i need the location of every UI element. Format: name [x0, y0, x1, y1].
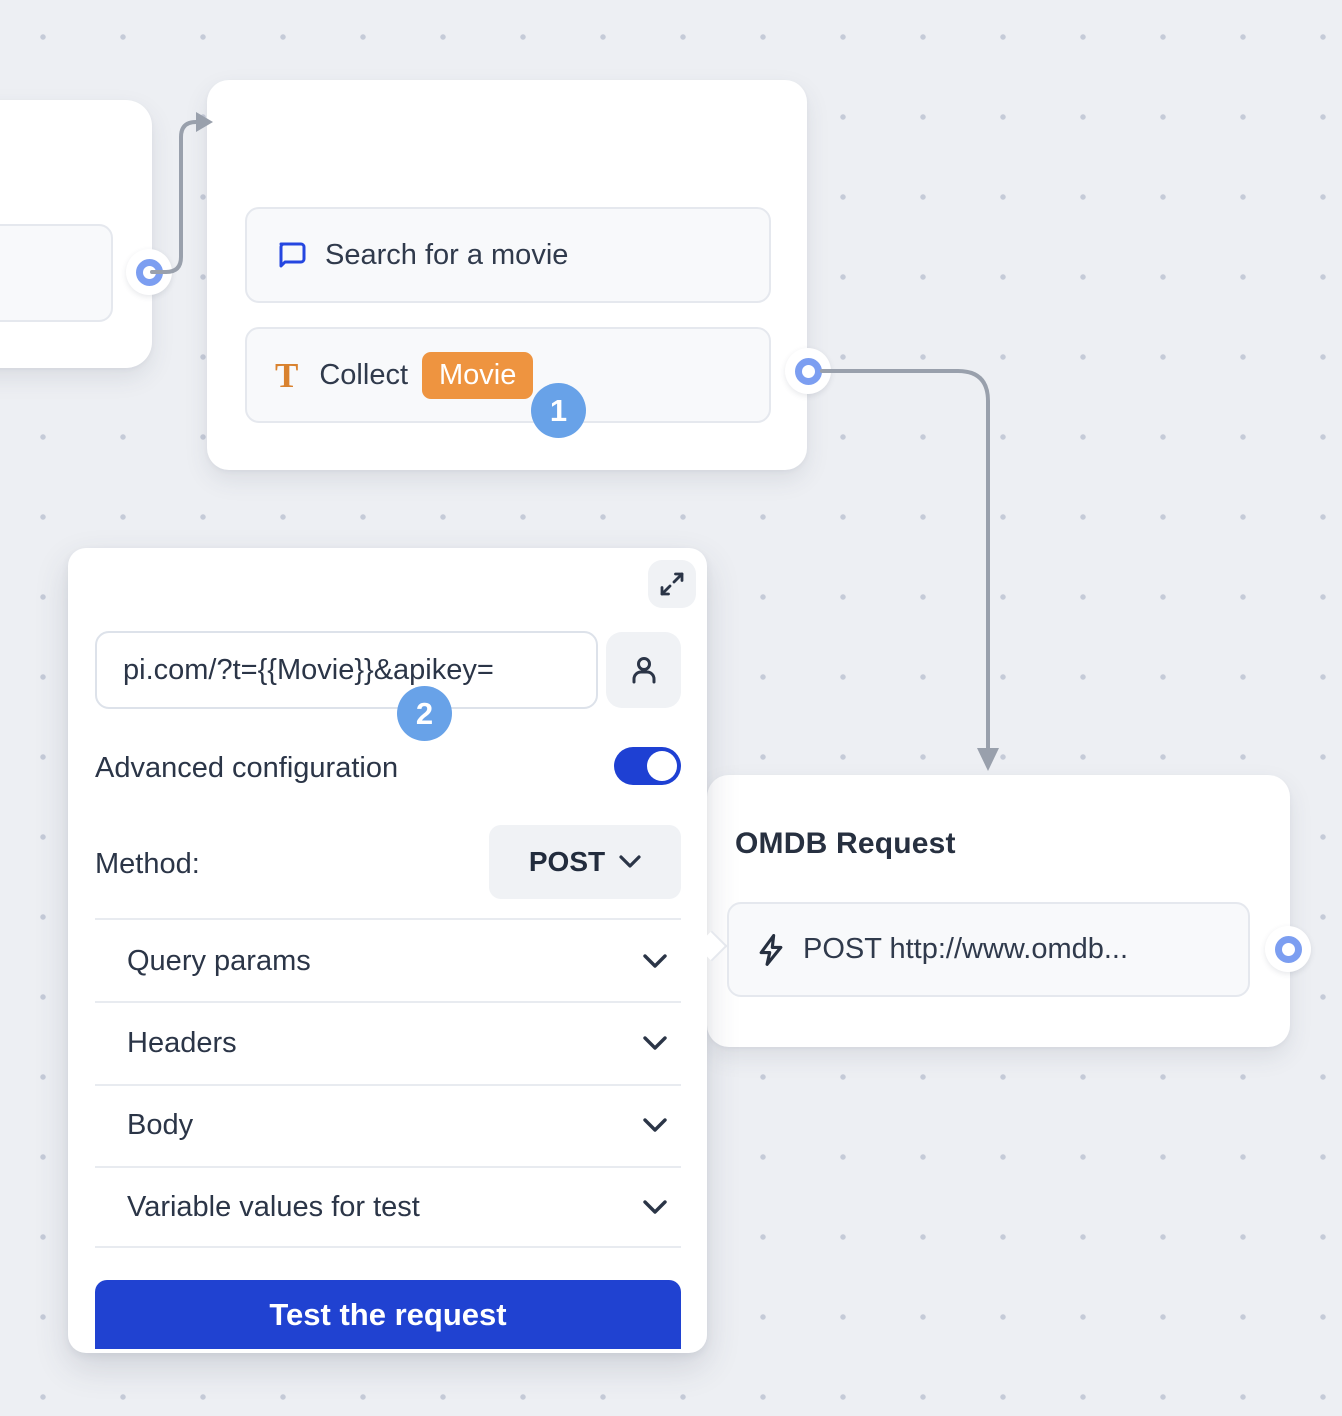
output-port[interactable] [126, 249, 172, 295]
section-headers[interactable]: Headers [95, 1003, 681, 1083]
step-badge-2: 2 [397, 686, 452, 741]
person-icon [626, 652, 662, 688]
arrowhead-down-icon [977, 748, 999, 771]
chevron-down-icon [643, 1036, 667, 1051]
section-label: Headers [127, 1027, 237, 1060]
variables-button[interactable] [606, 632, 681, 708]
test-request-button[interactable]: Test the request [95, 1280, 681, 1349]
expand-icon [657, 569, 687, 599]
method-value: POST [529, 846, 605, 878]
step-badge-1: 1 [531, 383, 586, 438]
advanced-configuration-label: Advanced configuration [95, 752, 398, 785]
chevron-down-icon [619, 855, 641, 869]
connector-left-to-movie [152, 122, 198, 272]
port-ring-icon [795, 358, 822, 385]
connector-movie-to-omdb [822, 371, 988, 750]
divider [95, 918, 681, 920]
webhook-settings-panel: Advanced configuration Method: POST Quer… [68, 548, 707, 1353]
output-port[interactable] [785, 348, 831, 394]
section-body[interactable]: Body [95, 1085, 681, 1165]
row-label: POST http://www.omdb... [803, 933, 1128, 966]
partial-left-node-row[interactable] [0, 224, 113, 322]
port-ring-icon [1275, 936, 1302, 963]
omdb-request-row[interactable]: POST http://www.omdb... [727, 902, 1250, 997]
section-label: Query params [127, 945, 311, 978]
section-variable-values[interactable]: Variable values for test [95, 1167, 681, 1247]
chevron-down-icon [643, 1118, 667, 1133]
chevron-down-icon [643, 1200, 667, 1215]
output-port[interactable] [1265, 926, 1311, 972]
chevron-down-icon [643, 954, 667, 969]
text-T-icon: T [275, 358, 298, 393]
method-dropdown[interactable]: POST [489, 825, 681, 899]
toggle-knob [647, 751, 677, 781]
divider [95, 1246, 681, 1248]
section-query-params[interactable]: Query params [95, 921, 681, 1001]
url-input[interactable] [95, 631, 598, 709]
chat-bubble-icon [275, 239, 307, 271]
section-label: Body [127, 1109, 193, 1142]
lightning-icon [755, 933, 787, 967]
expand-button[interactable] [648, 560, 696, 608]
movie-search-row-message[interactable]: Search for a movie [245, 207, 771, 303]
advanced-configuration-toggle[interactable] [614, 747, 681, 785]
port-ring-icon [136, 259, 163, 286]
movie-search-row-collect[interactable]: T Collect Movie [245, 327, 771, 423]
row-label: Collect [319, 359, 408, 392]
variable-badge-movie[interactable]: Movie [422, 352, 533, 399]
row-label: Search for a movie [325, 239, 568, 272]
method-label: Method: [95, 848, 200, 881]
section-label: Variable values for test [127, 1191, 420, 1224]
node-title: OMDB Request [735, 827, 956, 861]
